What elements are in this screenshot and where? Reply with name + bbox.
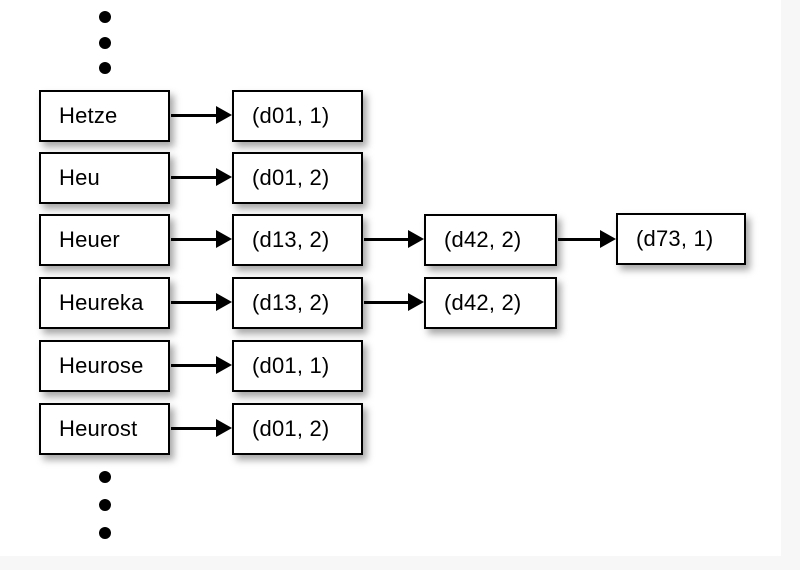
arrowhead-heu-posting1 (216, 168, 232, 186)
posting-box-heureka-2[interactable]: (d42, 2) (424, 277, 557, 329)
posting-box-heuer-2[interactable]: (d42, 2) (424, 214, 557, 266)
edge-heuer-posting2-to-posting3 (558, 238, 602, 241)
ellipsis-bottom-dot-1 (99, 471, 111, 483)
edge-heurose-to-posting1 (171, 364, 218, 367)
ellipsis-bottom-dot-3 (99, 527, 111, 539)
edge-heuer-to-posting1 (171, 238, 218, 241)
term-box-heurost[interactable]: Heurost (39, 403, 170, 455)
posting-box-hetze-1[interactable]: (d01, 1) (232, 90, 363, 142)
arrowhead-heuer-posting2 (408, 230, 424, 248)
edge-heurost-to-posting1 (171, 427, 218, 430)
edge-heureka-posting1-to-posting2 (364, 301, 410, 304)
term-box-heuer[interactable]: Heuer (39, 214, 170, 266)
term-box-heureka[interactable]: Heureka (39, 277, 170, 329)
arrowhead-heureka-posting1 (216, 293, 232, 311)
ellipsis-top-dot-1 (99, 11, 111, 23)
edge-heureka-to-posting1 (171, 301, 218, 304)
page-gutter-bottom (0, 556, 800, 570)
arrowhead-heurost-posting1 (216, 419, 232, 437)
edge-heuer-posting1-to-posting2 (364, 238, 410, 241)
ellipsis-top-dot-2 (99, 37, 111, 49)
posting-box-heuer-3[interactable]: (d73, 1) (616, 213, 746, 265)
posting-box-heuer-1[interactable]: (d13, 2) (232, 214, 363, 266)
arrowhead-heureka-posting2 (408, 293, 424, 311)
ellipsis-bottom-dot-2 (99, 499, 111, 511)
posting-box-heurost-1[interactable]: (d01, 2) (232, 403, 363, 455)
edge-heu-to-posting1 (171, 176, 218, 179)
arrowhead-heuer-posting3 (600, 230, 616, 248)
ellipsis-top-dot-3 (99, 62, 111, 74)
term-box-heurose[interactable]: Heurose (39, 340, 170, 392)
arrowhead-heurose-posting1 (216, 356, 232, 374)
term-box-heu[interactable]: Heu (39, 152, 170, 204)
edge-hetze-to-posting1 (171, 114, 218, 117)
arrowhead-heuer-posting1 (216, 230, 232, 248)
posting-box-heu-1[interactable]: (d01, 2) (232, 152, 363, 204)
page-gutter-right (781, 0, 800, 570)
term-box-hetze[interactable]: Hetze (39, 90, 170, 142)
posting-box-heureka-1[interactable]: (d13, 2) (232, 277, 363, 329)
posting-box-heurose-1[interactable]: (d01, 1) (232, 340, 363, 392)
arrowhead-hetze-posting1 (216, 106, 232, 124)
